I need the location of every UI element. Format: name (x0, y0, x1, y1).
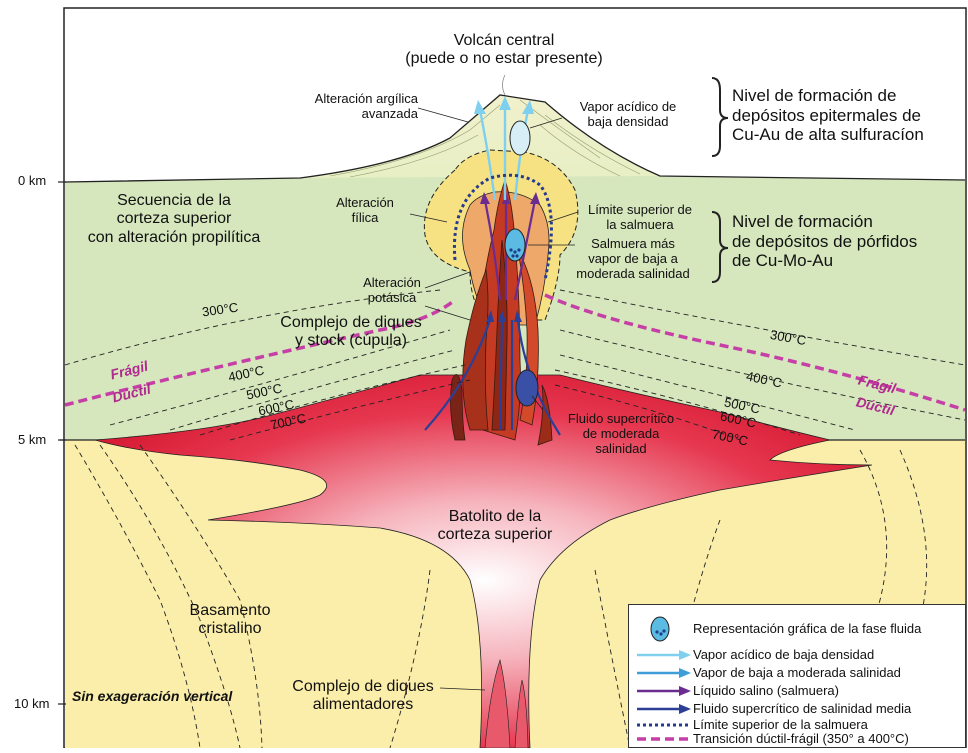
brine-vapor-bubble (505, 229, 525, 261)
fluid-phase-icon (635, 616, 685, 642)
light-blue-arrow-icon (635, 648, 693, 662)
axis-label-0km: 0 km (18, 173, 46, 188)
legend-item-acid-vapor: Vapor acídico de baja densidad (629, 647, 965, 665)
legend-item-fluid-phase: Representación gráfica de la fase fluida (629, 615, 965, 643)
axis-label-5km: 5 km (18, 432, 46, 447)
axis-label-10km: 10 km (14, 696, 49, 711)
dark-blue-arrow-icon (635, 702, 693, 716)
legend-item-vapor: Vapor de baja a moderada salinidad (629, 665, 965, 683)
acid-vapor-bubble (510, 121, 530, 155)
central-volcano-label: Volcán central(puede o no estar presente… (374, 32, 634, 69)
dashed-line-icon (635, 732, 693, 746)
purple-arrow-icon (635, 684, 693, 698)
scale-note: Sin exageración vertical (72, 688, 232, 704)
supercritical-fluid-bubble (516, 370, 538, 406)
legend-item-brine: Líquido salino (salmuera) (629, 683, 965, 701)
blue-arrow-icon (635, 666, 693, 680)
legend: Representación gráfica de la fase fluida… (628, 604, 966, 748)
dotted-line-icon (635, 718, 693, 732)
legend-item-transition: Transición dúctil-frágil (350° a 400°C) (629, 731, 965, 749)
